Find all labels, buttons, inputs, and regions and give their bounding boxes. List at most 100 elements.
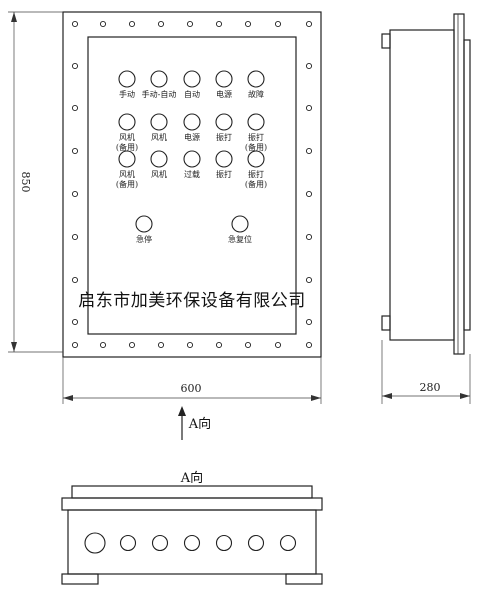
- control-button: [183, 113, 201, 131]
- cable-gland: [215, 534, 233, 552]
- company-name: 启东市加美环保设备有限公司: [78, 291, 306, 311]
- bottom-body: [67, 509, 317, 575]
- control-button-label: 急复位: [228, 234, 252, 244]
- control-button-label: 风机: [119, 132, 135, 142]
- bottom-foot-left: [61, 573, 99, 585]
- control-button: [247, 70, 265, 88]
- side-hinge-top: [381, 33, 391, 49]
- bottom-top-flange: [71, 485, 313, 499]
- control-button-label: 过载: [184, 169, 200, 179]
- bolt-hole: [71, 233, 79, 241]
- control-button: [118, 113, 136, 131]
- bolt-hole: [71, 341, 79, 349]
- bolt-hole: [305, 276, 313, 284]
- side-door: [463, 39, 471, 331]
- control-button: [215, 113, 233, 131]
- bolt-hole: [71, 276, 79, 284]
- front-view: 手动手动-自动自动电源故障风机(备用)风机电源振打振打(备用)风机(备用)风机过…: [62, 11, 322, 358]
- control-button: [231, 215, 249, 233]
- cable-gland: [119, 534, 137, 552]
- width-dimension-label: 600: [181, 382, 202, 395]
- control-button-label: 电源: [216, 89, 232, 99]
- control-button: [150, 70, 168, 88]
- depth-dimension: 280: [381, 340, 471, 404]
- control-button: [118, 70, 136, 88]
- cable-gland: [247, 534, 265, 552]
- bolt-hole: [99, 20, 107, 28]
- bolt-hole: [305, 190, 313, 198]
- front-outer-flange: [62, 11, 322, 358]
- bottom-view: A向: [61, 470, 323, 585]
- bolt-hole: [244, 20, 252, 28]
- side-flange: [453, 13, 465, 355]
- bolt-hole: [215, 341, 223, 349]
- side-hinge-bottom: [381, 315, 391, 331]
- control-button-label: 急停: [136, 234, 152, 244]
- control-button-label: 风机: [151, 132, 167, 142]
- control-button: [215, 150, 233, 168]
- bottom-foot-right: [285, 573, 323, 585]
- bolt-hole: [305, 104, 313, 112]
- control-button-label: 振打: [248, 132, 264, 142]
- control-button-label: 手动-自动: [142, 89, 177, 99]
- control-button-label: (备用): [116, 142, 138, 152]
- bolt-hole: [71, 20, 79, 28]
- control-button-label: 手动: [119, 89, 135, 99]
- control-button-label: 振打: [216, 169, 232, 179]
- front-door-panel: [87, 36, 297, 335]
- control-button: [135, 215, 153, 233]
- cable-gland: [279, 534, 297, 552]
- control-button: [150, 150, 168, 168]
- control-button-label: 振打: [216, 132, 232, 142]
- control-button-label: 故障: [248, 89, 264, 99]
- bolt-hole: [305, 147, 313, 155]
- side-body: [389, 29, 455, 341]
- control-button-label: (备用): [116, 179, 138, 189]
- control-button: [150, 113, 168, 131]
- bolt-hole: [305, 233, 313, 241]
- bolt-hole: [128, 20, 136, 28]
- control-buttons: 手动手动-自动自动电源故障风机(备用)风机电源振打振打(备用)风机(备用)风机过…: [116, 70, 267, 244]
- bolt-hole: [186, 341, 194, 349]
- bolt-hole: [305, 341, 313, 349]
- side-view: [381, 13, 471, 355]
- control-button-label: (备用): [245, 142, 267, 152]
- control-button-label: 风机: [119, 169, 135, 179]
- view-direction-label: A向: [188, 416, 211, 432]
- bottom-view-title: A向: [180, 470, 203, 486]
- bolt-hole: [305, 20, 313, 28]
- bolt-hole: [71, 147, 79, 155]
- control-button-label: (备用): [245, 179, 267, 189]
- height-dimension-label: 850: [19, 172, 32, 193]
- control-button-label: 振打: [248, 169, 264, 179]
- width-dimension: 600: [62, 357, 322, 404]
- control-button: [247, 150, 265, 168]
- bolt-hole: [244, 341, 252, 349]
- bolt-hole: [274, 341, 282, 349]
- bolt-hole: [71, 318, 79, 326]
- bolt-hole: [157, 20, 165, 28]
- control-button-label: 风机: [151, 169, 167, 179]
- control-button-label: 电源: [184, 132, 200, 142]
- view-direction-arrow: A向: [178, 406, 211, 440]
- cable-gland-large: [84, 532, 106, 554]
- depth-dimension-label: 280: [420, 381, 441, 394]
- bolt-hole: [71, 190, 79, 198]
- bolt-hole: [186, 20, 194, 28]
- bolt-hole: [71, 104, 79, 112]
- control-button: [247, 113, 265, 131]
- front-bolt-holes: [71, 20, 313, 349]
- bottom-flange: [61, 497, 323, 511]
- control-button: [183, 150, 201, 168]
- bolt-hole: [157, 341, 165, 349]
- cable-gland: [151, 534, 169, 552]
- bolt-hole: [128, 341, 136, 349]
- cable-gland: [183, 534, 201, 552]
- control-button: [183, 70, 201, 88]
- control-button-label: 自动: [184, 89, 200, 99]
- bolt-hole: [305, 62, 313, 70]
- bolt-hole: [274, 20, 282, 28]
- height-dimension: 850: [8, 11, 63, 353]
- control-button: [215, 70, 233, 88]
